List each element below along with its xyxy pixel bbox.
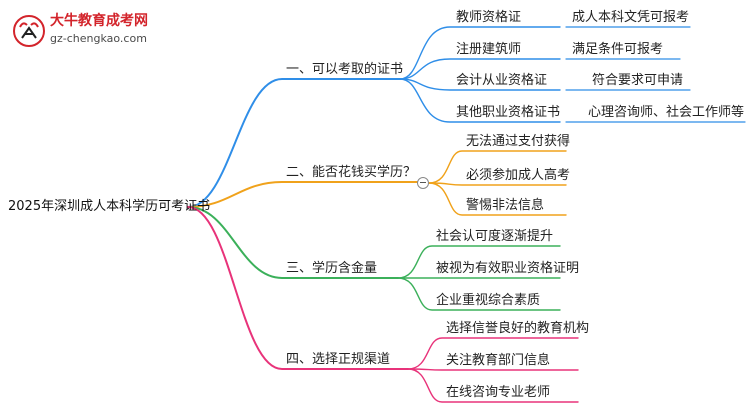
branch-degree-value[interactable]: 三、学历含金量 — [286, 261, 378, 276]
branch-4-curve — [187, 206, 409, 370]
leaf-teacher-cert-note: 成人本科文凭可报考 — [572, 10, 690, 25]
leaf-social-recognition[interactable]: 社会认可度逐渐提升 — [436, 229, 554, 244]
branch-certificates[interactable]: 一、可以考取的证书 — [286, 62, 404, 77]
leaf-1-0-curve — [399, 26, 561, 80]
leaf-2-2-curve — [428, 182, 567, 216]
leaf-education-dept-info[interactable]: 关注教育部门信息 — [446, 353, 551, 368]
leaf-3-0-curve — [397, 245, 561, 279]
root-topic[interactable]: 2025年深圳成人本科学历可考证书 — [8, 199, 211, 214]
branch-3-curve — [187, 206, 399, 279]
collapse-toggle[interactable] — [417, 177, 429, 189]
leaf-valid-proof[interactable]: 被视为有效职业资格证明 — [436, 261, 580, 276]
leaf-reputable-institution[interactable]: 选择信誉良好的教育机构 — [446, 321, 590, 336]
leaf-accounting-note: 符合要求可申请 — [592, 73, 684, 88]
leaf-1-1-curve — [399, 58, 561, 80]
leaf-overall-quality[interactable]: 企业重视综合素质 — [436, 293, 541, 308]
branch-official-channels[interactable]: 四、选择正规渠道 — [286, 352, 391, 367]
leaf-4-0-curve — [407, 337, 579, 370]
leaf-1-3-curve — [399, 78, 561, 123]
leaf-2-0-curve — [428, 150, 567, 184]
leaf-other-certs[interactable]: 其他职业资格证书 — [456, 105, 561, 120]
leaf-3-2-curve — [397, 277, 561, 311]
branch-buy-degree[interactable]: 二、能否花钱买学历？ — [286, 165, 417, 180]
bull-logo-icon — [13, 15, 45, 47]
leaf-online-consult[interactable]: 在线咨询专业老师 — [446, 385, 551, 400]
logo-title: 大牛教育成考网 — [50, 13, 148, 29]
leaf-teacher-cert[interactable]: 教师资格证 — [456, 10, 522, 25]
leaf-2-1-curve — [428, 182, 567, 186]
leaf-must-exam[interactable]: 必须参加成人高考 — [466, 168, 571, 183]
leaf-architect[interactable]: 注册建筑师 — [456, 42, 522, 57]
branch-2-curve — [187, 181, 418, 208]
leaf-beware-illegal[interactable]: 警惕非法信息 — [466, 198, 545, 213]
branch-1-curve — [187, 78, 401, 208]
leaf-4-2-curve — [407, 368, 579, 403]
leaf-1-2-curve — [399, 78, 561, 91]
leaf-other-certs-note: 心理咨询师、社会工作师等 — [588, 105, 745, 120]
leaf-architect-note: 满足条件可报考 — [572, 42, 664, 57]
leaf-accounting[interactable]: 会计从业资格证 — [456, 73, 548, 88]
site-logo[interactable]: 大牛教育成考网 gz-chengkao.com — [6, 8, 176, 52]
logo-url: gz-chengkao.com — [50, 32, 147, 45]
leaf-4-1-curve — [407, 368, 579, 371]
leaf-no-payment[interactable]: 无法通过支付获得 — [466, 134, 571, 149]
